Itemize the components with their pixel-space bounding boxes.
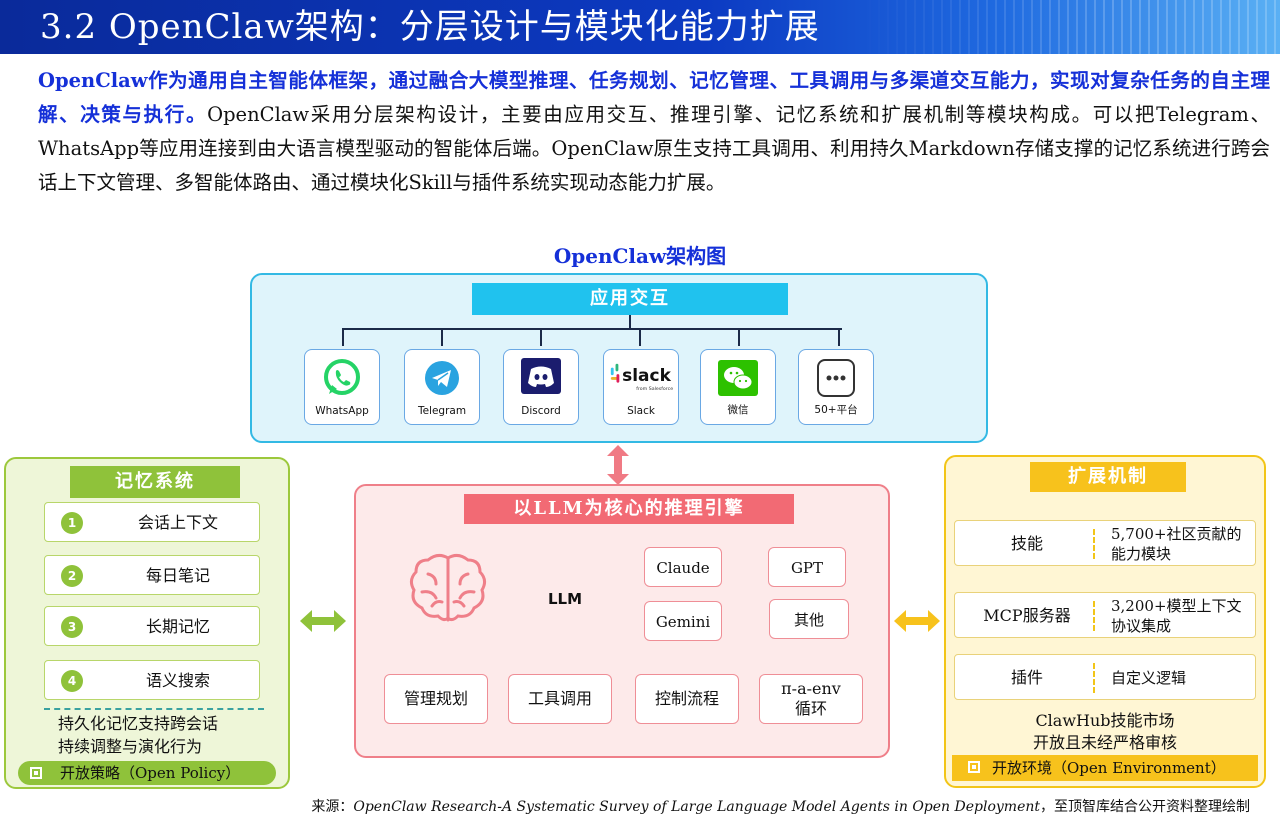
memory-item: 4 语义搜索: [44, 660, 260, 700]
discord-icon: [521, 358, 561, 394]
more-icon: [817, 359, 855, 397]
app-name: 50+平台: [814, 404, 858, 416]
app-card-whatsapp: WhatsApp: [304, 349, 380, 425]
capability-box: 控制流程: [635, 674, 739, 724]
extension-key: 插件: [1010, 668, 1043, 687]
slack-logo-text: slack: [622, 366, 671, 386]
header-decoration: [860, 0, 1280, 54]
connector-line: [540, 328, 542, 346]
app-name: 微信: [727, 404, 749, 416]
engine-label: 以LLM为核心的推理引擎: [464, 494, 794, 524]
memory-policy-badge: 开放策略（Open Policy）: [18, 761, 276, 785]
model-box-claude: Claude: [644, 547, 722, 587]
connector-line: [738, 328, 740, 346]
app-card-wechat: 微信: [700, 349, 776, 425]
memory-item: 2 每日笔记: [44, 555, 260, 595]
app-layer-label: 应用交互: [472, 283, 788, 315]
capability-box: 工具调用: [508, 674, 612, 724]
extension-env-text: 开放环境（Open Environment）: [992, 759, 1226, 777]
extension-key: MCP服务器: [983, 606, 1071, 625]
memory-item-number: 2: [61, 565, 83, 587]
divider: [44, 708, 264, 710]
extension-key: 技能: [1010, 534, 1043, 553]
extension-value: 5,700+社区贡献的能力模块: [1111, 525, 1242, 563]
extension-label: 扩展机制: [1030, 462, 1186, 492]
extension-row: 插件 自定义逻辑: [954, 654, 1256, 700]
source-note: 来源：OpenClaw Research-A Systematic Survey…: [0, 798, 1250, 816]
slack-logo-sub: from Salesforce: [636, 386, 673, 392]
square-icon: [30, 767, 42, 779]
memory-label: 记忆系统: [70, 466, 240, 498]
extension-note-line: ClawHub技能市场: [1035, 711, 1175, 730]
memory-note-line: 持续调整与演化行为: [58, 737, 203, 756]
memory-policy-text: 开放策略（Open Policy）: [60, 764, 241, 782]
intro-highlight: OpenClaw作为通用自主智能体框架，通过融合大模型推理、任务规划、记忆管理、…: [38, 69, 1270, 126]
memory-item-text: 会话上下文: [137, 513, 218, 532]
source-suffix: ，至顶智库结合公开资料整理绘制: [1040, 799, 1250, 815]
slack-icon: slack from Salesforce: [610, 363, 673, 392]
divider: [1093, 529, 1095, 559]
memory-item-number: 3: [61, 616, 83, 638]
memory-item: 1 会话上下文: [44, 502, 260, 542]
loop-line: 循环: [794, 699, 827, 718]
memory-note-line: 持久化记忆支持跨会话: [58, 714, 219, 733]
capability-box: 管理规划: [384, 674, 488, 724]
square-icon: [968, 761, 980, 773]
connector-line: [342, 328, 842, 330]
divider: [1093, 601, 1095, 631]
extension-value: 3,200+模型上下文协议集成: [1111, 597, 1242, 635]
wechat-icon: [718, 360, 758, 396]
memory-note: 持久化记忆支持跨会话 持续调整与演化行为: [58, 712, 218, 758]
memory-item-number: 1: [61, 512, 83, 534]
app-card-discord: Discord: [503, 349, 579, 425]
model-box-other: 其他: [769, 599, 849, 639]
memory-item-text: 语义搜索: [145, 671, 210, 690]
capability-box-loop: π-a-env 循环: [759, 674, 863, 724]
app-name: Slack: [627, 405, 655, 417]
app-card-telegram: Telegram: [404, 349, 480, 425]
memory-item-number: 4: [61, 670, 83, 692]
connector-line: [342, 328, 344, 346]
connector-line: [629, 315, 631, 329]
divider: [1093, 663, 1095, 693]
extension-row: MCP服务器 3,200+模型上下文协议集成: [954, 592, 1256, 638]
diagram-title: OpenClaw架构图: [553, 244, 727, 268]
telegram-icon: [425, 361, 459, 395]
double-arrow-left-icon: [300, 610, 346, 632]
loop-line: π-a-env: [781, 679, 841, 698]
brain-icon: [409, 553, 487, 622]
app-name: Discord: [521, 405, 561, 417]
extension-note: ClawHub技能市场 开放且未经严格审核: [944, 710, 1266, 754]
extension-note-line: 开放且未经严格审核: [1032, 733, 1177, 752]
connector-line: [639, 328, 641, 346]
model-box-gemini: Gemini: [644, 601, 722, 641]
double-arrow-vertical-icon: [607, 445, 629, 485]
app-name: Telegram: [417, 405, 467, 417]
connector-line: [838, 328, 840, 346]
model-box-gpt: GPT: [768, 547, 846, 587]
page-title: 3.2 OpenClaw架构：分层设计与模块化能力扩展: [40, 7, 820, 47]
header-banner: 3.2 OpenClaw架构：分层设计与模块化能力扩展: [0, 0, 1280, 54]
llm-label: LLM: [547, 590, 583, 608]
memory-item-text: 每日笔记: [145, 566, 210, 585]
extension-row: 技能 5,700+社区贡献的能力模块: [954, 520, 1256, 566]
intro-body: OpenClaw采用分层架构设计，主要由应用交互、推理引擎、记忆系统和扩展机制等…: [38, 103, 1270, 194]
double-arrow-right-icon: [894, 610, 940, 632]
app-name: WhatsApp: [315, 405, 369, 417]
whatsapp-icon: [324, 359, 360, 395]
app-card-more: 50+平台: [798, 349, 874, 425]
extension-value: 自定义逻辑: [1111, 669, 1187, 687]
intro-paragraph: OpenClaw作为通用自主智能体框架，通过融合大模型推理、任务规划、记忆管理、…: [38, 64, 1270, 200]
source-title: OpenClaw Research-A Systematic Survey of…: [353, 799, 1040, 815]
extension-env-badge: 开放环境（Open Environment）: [952, 755, 1258, 781]
app-card-slack: slack from Salesforce Slack: [603, 349, 679, 425]
memory-item-text: 长期记忆: [145, 617, 210, 636]
source-prefix: 来源：: [311, 799, 354, 815]
connector-line: [441, 328, 443, 346]
memory-item: 3 长期记忆: [44, 606, 260, 646]
